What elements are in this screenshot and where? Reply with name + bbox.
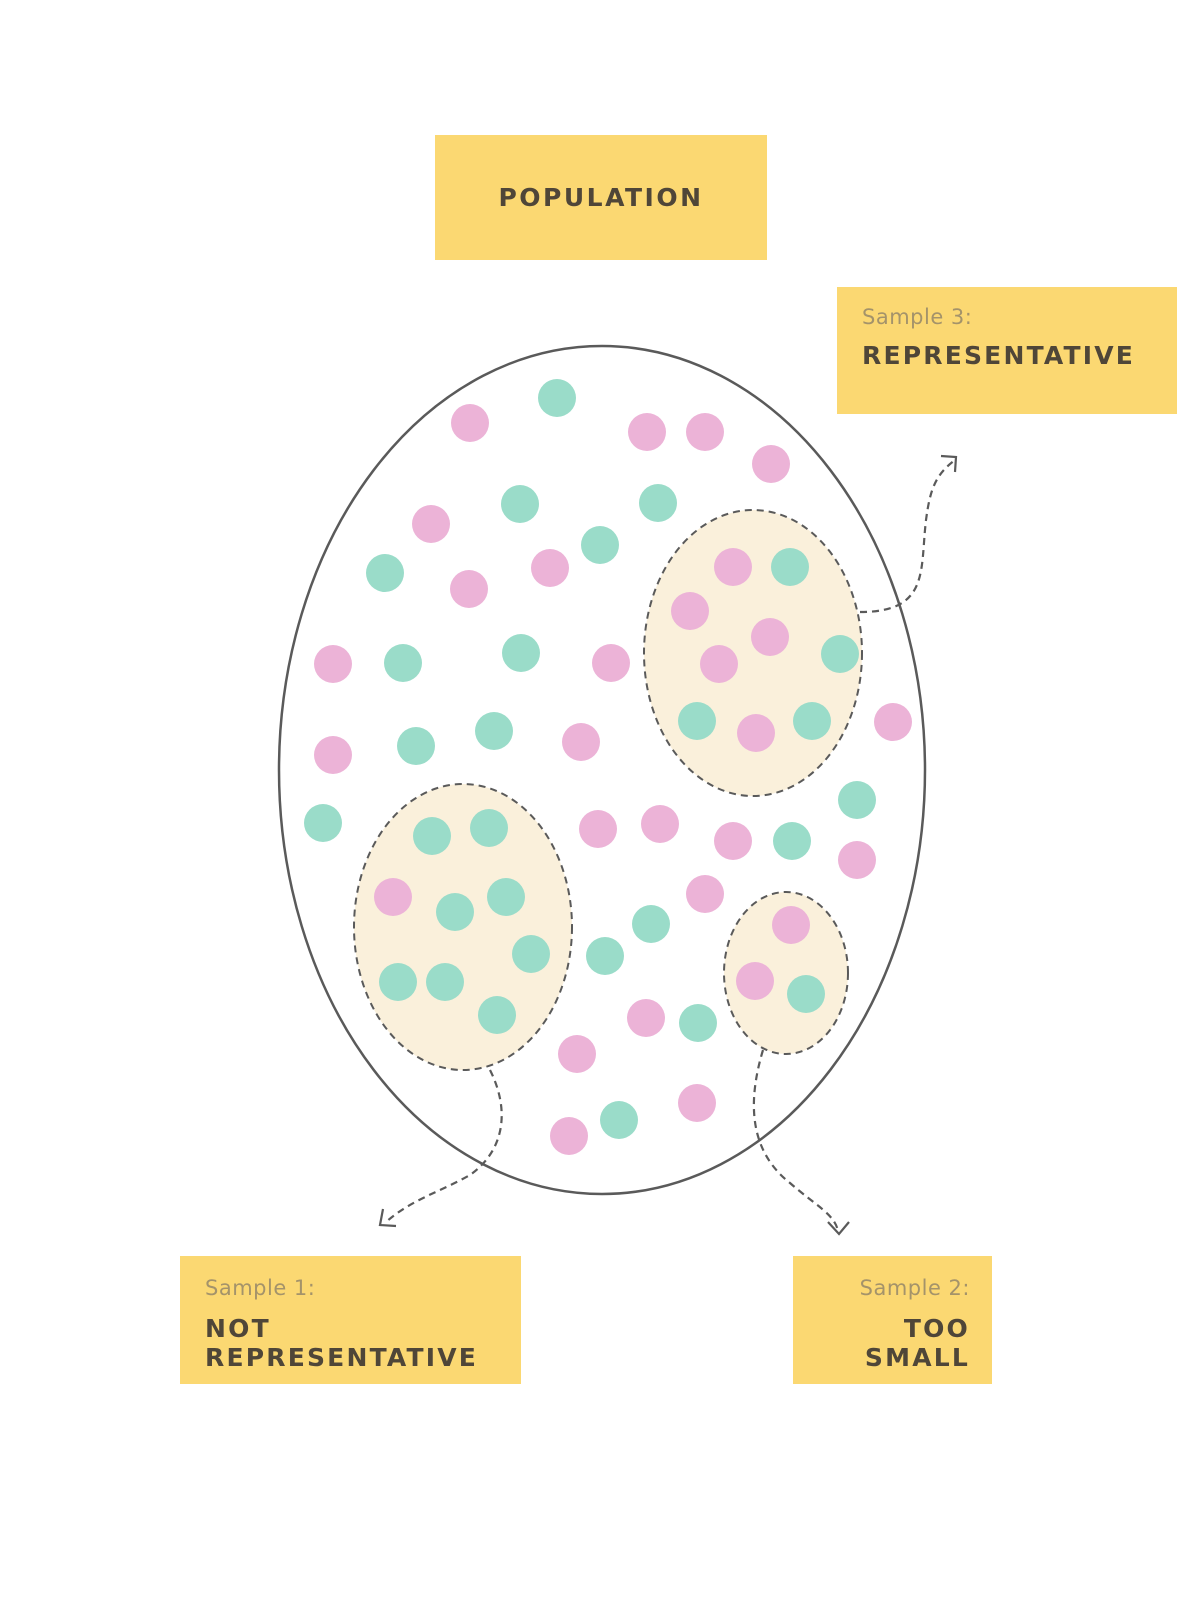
sample1-title: NOT REPRESENTATIVE [205, 1314, 479, 1372]
teal-dot [771, 548, 809, 586]
population-label: POPULATION [498, 183, 704, 212]
pink-dot [314, 645, 352, 683]
sample2-caption: Sample 2: [859, 1276, 970, 1300]
teal-dot [773, 822, 811, 860]
pink-dot [592, 644, 630, 682]
pink-dot [628, 413, 666, 451]
pink-dot [737, 714, 775, 752]
teal-dot [538, 379, 576, 417]
dots-group [304, 379, 912, 1155]
teal-dot [366, 554, 404, 592]
teal-dot [426, 963, 464, 1001]
teal-dot [478, 996, 516, 1034]
teal-dot [586, 937, 624, 975]
sample1-label-box: Sample 1: NOT REPRESENTATIVE [180, 1256, 521, 1384]
pink-dot [412, 505, 450, 543]
teal-dot [678, 702, 716, 740]
sample1-arrow [378, 1069, 503, 1228]
sample2-title: TOO SMALL [864, 1314, 970, 1372]
pink-dot [450, 570, 488, 608]
pink-dot [562, 723, 600, 761]
teal-dot [838, 781, 876, 819]
pink-dot [374, 878, 412, 916]
pink-dot [772, 906, 810, 944]
pink-dot [671, 592, 709, 630]
pink-dot [874, 703, 912, 741]
pink-dot [714, 822, 752, 860]
sample3-title: REPRESENTATIVE [862, 341, 1136, 370]
pink-dot [314, 736, 352, 774]
teal-dot [821, 635, 859, 673]
population-label-box: POPULATION [435, 135, 767, 260]
teal-dot [600, 1101, 638, 1139]
teal-dot [501, 485, 539, 523]
teal-dot [793, 702, 831, 740]
sample2-arrow [752, 1049, 850, 1236]
teal-dot [639, 484, 677, 522]
sample3-caption: Sample 3: [862, 305, 973, 329]
pink-dot [752, 445, 790, 483]
teal-dot [512, 935, 550, 973]
teal-dot [679, 1004, 717, 1042]
pink-dot [558, 1035, 596, 1073]
teal-dot [470, 809, 508, 847]
sample3-arrow [859, 454, 958, 614]
sample2-region [723, 891, 849, 1055]
pink-dot [751, 618, 789, 656]
teal-dot [436, 893, 474, 931]
pink-dot [736, 962, 774, 1000]
pink-dot [700, 645, 738, 683]
teal-dot [384, 644, 422, 682]
teal-dot [632, 905, 670, 943]
sample1-caption: Sample 1: [205, 1276, 316, 1300]
teal-dot [413, 817, 451, 855]
population-ellipse [277, 344, 927, 1196]
teal-dot [475, 712, 513, 750]
pink-dot [579, 810, 617, 848]
sample2-label-box: Sample 2: TOO SMALL [793, 1256, 992, 1384]
pink-dot [627, 999, 665, 1037]
pink-dot [550, 1117, 588, 1155]
pink-dot [686, 875, 724, 913]
pink-dot [451, 404, 489, 442]
pink-dot [838, 841, 876, 879]
teal-dot [581, 526, 619, 564]
teal-dot [304, 804, 342, 842]
teal-dot [379, 963, 417, 1001]
teal-dot [502, 634, 540, 672]
teal-dot [487, 878, 525, 916]
pink-dot [678, 1084, 716, 1122]
pink-dot [686, 413, 724, 451]
pink-dot [531, 549, 569, 587]
sample3-label-box: Sample 3: REPRESENTATIVE [837, 287, 1177, 414]
teal-dot [397, 727, 435, 765]
pink-dot [641, 805, 679, 843]
pink-dot [714, 548, 752, 586]
teal-dot [787, 975, 825, 1013]
